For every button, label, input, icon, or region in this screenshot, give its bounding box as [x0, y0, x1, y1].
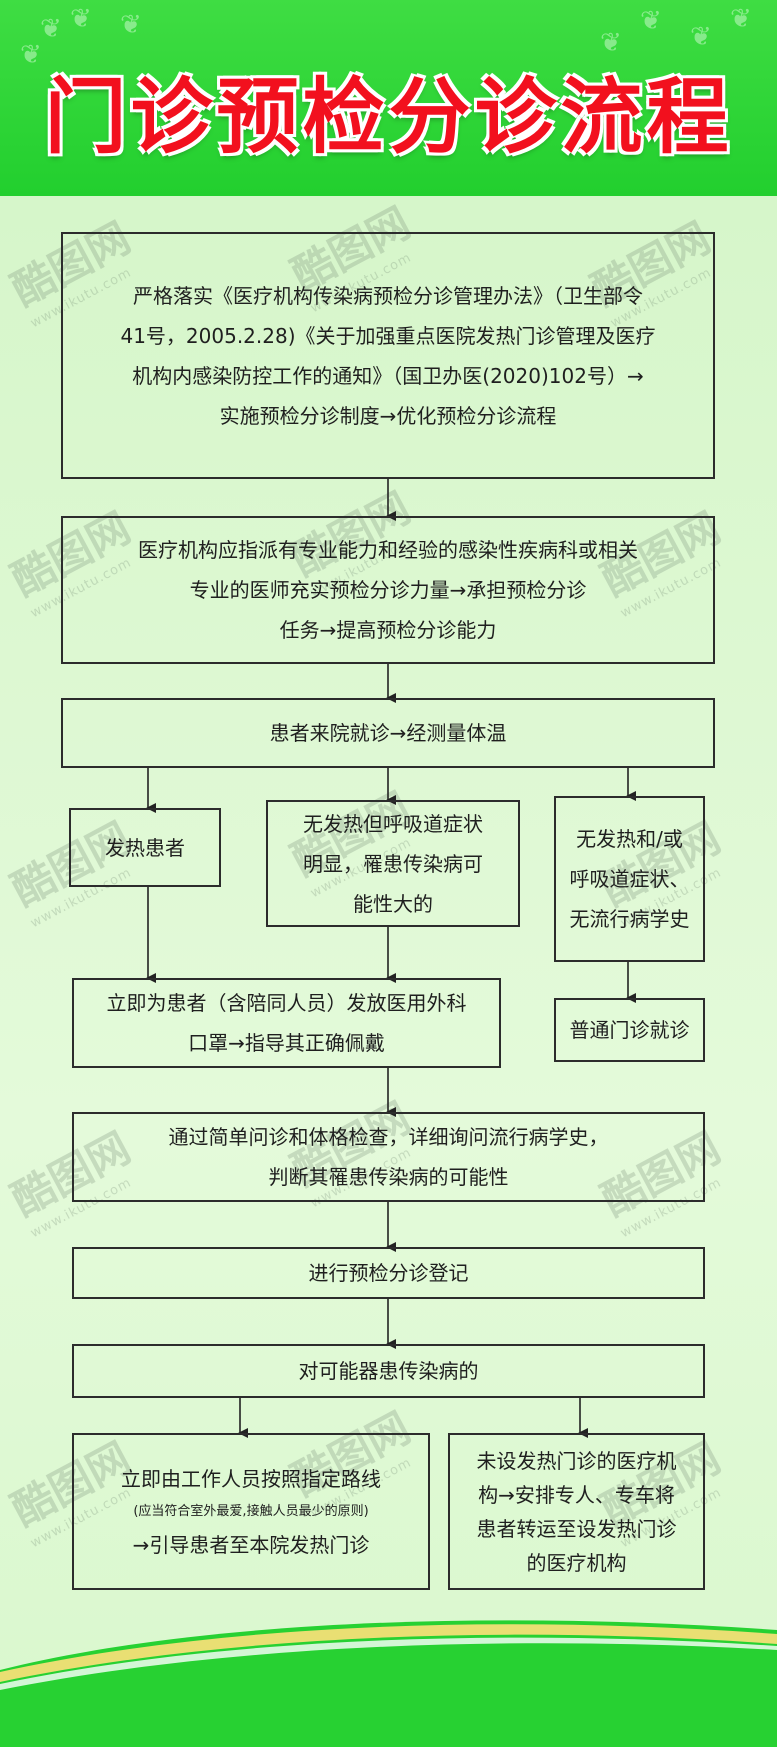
- box-text: 无流行病学史: [569, 907, 690, 931]
- box-text: 呼吸道症状、: [569, 867, 690, 891]
- mask-box: 立即为患者（含陪同人员）发放医用外科 口罩→指导其正确佩戴: [72, 978, 501, 1068]
- policy-box: 严格落实《医疗机构传染病预检分诊管理办法》（卫生部令 41号，2005.2.28…: [61, 232, 715, 479]
- box-text: 的医疗机构: [526, 1550, 627, 1575]
- box-text: 发热患者: [105, 835, 185, 860]
- box-text: 对可能器患传染病的: [298, 1359, 479, 1383]
- box-text: 实施预检分诊制度→优化预检分诊流程: [219, 403, 557, 428]
- leaf-icon: ❦: [600, 28, 622, 58]
- leaf-icon: ❦: [40, 14, 62, 44]
- footer-wave: [0, 1620, 777, 1747]
- leaf-icon: ❦: [640, 6, 662, 36]
- leaf-icon: ❦: [690, 22, 712, 52]
- box-text: 判断其罹患传染病的可能性: [268, 1165, 509, 1189]
- inquiry-box: 通过简单问诊和体格检查，详细询问流行病学史， 判断其罹患传染病的可能性: [72, 1112, 705, 1202]
- respiratory-box: 无发热但呼吸道症状 明显，罹患传染病可 能性大的: [266, 800, 520, 927]
- box-text: 患者转运至设发热门诊: [476, 1516, 677, 1541]
- leaf-icon: ❦: [70, 4, 92, 34]
- box-text: 患者来院就诊→经测量体温: [269, 721, 507, 745]
- box-text: 普通门诊就诊: [569, 1018, 690, 1042]
- box-text: 无发热但呼吸道症状: [303, 811, 483, 836]
- general-clinic-box: 普通门诊就诊: [554, 998, 705, 1062]
- box-text: 明显，罹患传染病可: [303, 851, 483, 876]
- box-text: 立即为患者（含陪同人员）发放医用外科: [106, 991, 467, 1015]
- transfer-box: 未设发热门诊的医疗机 构→安排专人、专车将 患者转运至设发热门诊 的医疗机构: [448, 1433, 705, 1590]
- box-note: (应当符合室外最爱,接触人员最少的原则): [133, 1503, 369, 1519]
- box-text: 机构内感染防控工作的通知》（国卫办医(2020)102号）→: [132, 363, 644, 388]
- leaf-icon: ❦: [20, 40, 42, 70]
- box-text: 能性大的: [353, 891, 433, 916]
- box-text: 严格落实《医疗机构传染病预检分诊管理办法》（卫生部令: [133, 283, 643, 308]
- staff-box: 医疗机构应指派有专业能力和经验的感染性疾病科或相关 专业的医师充实预检分诊力量→…: [61, 516, 715, 664]
- box-text: 进行预检分诊登记: [308, 1261, 469, 1285]
- page-title: 门诊预检分诊流程: [44, 70, 733, 165]
- box-text: 口罩→指导其正确佩戴: [188, 1031, 385, 1055]
- box-text: 专业的医师充实预检分诊力量→承担预检分诊: [189, 578, 587, 602]
- box-text: 任务→提高预检分诊能力: [279, 618, 497, 642]
- box-text: 构→安排专人、专车将: [478, 1482, 675, 1507]
- box-text: 41号，2005.2.28)《关于加强重点医院发热门诊管理及医疗: [120, 323, 656, 348]
- no-symptoms-box: 无发热和/或 呼吸道症状、 无流行病学史: [554, 796, 705, 962]
- box-text: 无发热和/或: [576, 827, 683, 851]
- fever-box: 发热患者: [69, 808, 221, 887]
- guide-box: 立即由工作人员按照指定路线 (应当符合室外最爱,接触人员最少的原则) →引导患者…: [72, 1433, 430, 1590]
- box-text: 立即由工作人员按照指定路线: [121, 1466, 381, 1491]
- box-text: →引导患者至本院发热门诊: [132, 1532, 370, 1557]
- leaf-icon: ❦: [730, 4, 752, 34]
- header-banner: ❦ ❦ ❦ ❦ ❦ ❦ ❦ ❦ 门诊预检分诊流程: [0, 0, 777, 196]
- box-text: 通过简单问诊和体格检查，详细询问流行病学史，: [168, 1125, 609, 1149]
- box-text: 未设发热门诊的医疗机: [476, 1448, 677, 1473]
- register-box: 进行预检分诊登记: [72, 1247, 705, 1299]
- box-text: 医疗机构应指派有专业能力和经验的感染性疾病科或相关: [138, 538, 638, 562]
- arrival-box: 患者来院就诊→经测量体温: [61, 698, 715, 768]
- possible-box: 对可能器患传染病的: [72, 1344, 705, 1398]
- leaf-icon: ❦: [120, 10, 142, 40]
